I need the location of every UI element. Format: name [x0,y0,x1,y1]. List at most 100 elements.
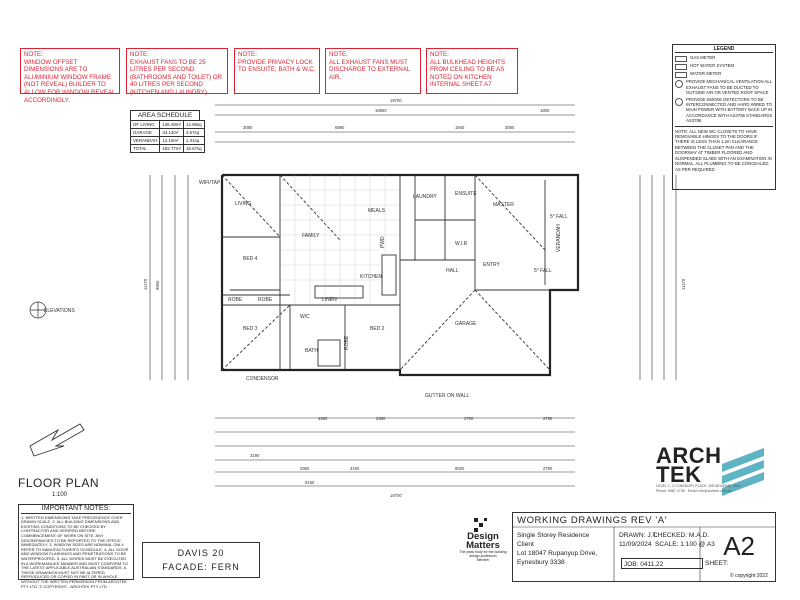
note-bulkhead: NOTE: ALL BULKHEAD HEIGHTS FROM CEILING … [426,48,518,94]
gutter-label: GUTTER ON WALL [425,393,469,399]
dim-right-overall: 11470 [681,278,686,290]
note-heading: NOTE: [430,51,449,58]
model-box: DAVIS 20 FACADE: FERN [142,542,260,578]
design-matters-tagline: The peak body for the building design pr… [459,550,507,558]
legend-note: NOTE: ALL NEW WC CLOSETS TO HAVE REMOVAB… [675,125,773,172]
dim-bottom-row: 2750 [543,416,553,421]
kitchen-island [314,285,364,299]
legend-title: LEGEND [675,46,773,54]
legend-item: PROVIDE SMOKE DETECTORS TO BE INTERCONNE… [675,97,773,124]
room-label-ensuite: ENSUITE [455,191,477,197]
fall-label: 5° FALL [534,268,552,274]
drawn-by: DRAWN: J.T. [619,532,658,539]
table-cell: 19.67sq [182,144,205,153]
copyright: © copyright 2022 [730,573,768,579]
drawing-scale: SCALE: 1:100 @ A3 [655,541,715,548]
room-label-robe: ROBE [344,335,350,350]
floor-plan-scale: 1:100 [52,492,68,498]
north-arrow-icon [29,423,85,457]
dim-top-row: 6980 [335,125,345,130]
address-line2: Eynesbury 3338 [517,559,565,566]
smoke-detector-icon [675,97,683,106]
legend-item: PROVIDE MECHANICAL VENTILATION ALL EXHAU… [675,79,773,95]
kitchen-bench [381,254,397,296]
room-label-laundry: LAUNDRY [413,194,437,200]
design-matters-icon [474,518,487,532]
elevation-marker [29,301,47,319]
room-label-wc: W/C [300,314,310,320]
room-label-entry: ENTRY [483,262,501,268]
model-name: DAVIS 20 [177,548,225,558]
legend-item-text: GAS METER [690,55,716,61]
bathtub [317,339,341,367]
dim-top-overall: 18700 [390,98,402,103]
room-label-hall: HALL [446,268,459,274]
dim-top-sub: 16950 [375,108,387,113]
room-label-bed4: BED 4 [243,256,258,262]
design-matters-name: Design [467,531,499,542]
drawing-heading: WORKING DRAWINGS REV 'A' [517,515,668,526]
room-label-wir: W.I.R [455,241,468,247]
dim-bottom-row2: 2960 [300,466,310,471]
design-matters-member: Member [476,558,490,562]
note-window-offset: NOTE: WINDOW OFFSET DIMENSIONS ARE TO AL… [20,48,120,104]
table-cell: TOTAL [129,144,161,153]
logo-line1: ARCH [656,443,722,468]
important-notes: IMPORTANT NOTES: 1. WRITTEN DIMENSIONS T… [18,504,134,588]
condenser-label: CONDENSOR [246,376,279,382]
note-text: WINDOW OFFSET DIMENSIONS ARE TO ALUMINIU… [24,58,116,104]
room-label-bed2: BED 2 [370,326,385,332]
roof-line [399,289,476,371]
title-block: WORKING DRAWINGS REV 'A' Single Storey R… [512,512,776,582]
note-heading: NOTE: [24,51,43,58]
dim-left-sub: 9950 [155,280,160,290]
dim-top-row: 1940 [455,125,465,130]
note-heading: NOTE: [329,51,348,58]
tap-label: WIFI/TAP [199,180,221,186]
room-label-living: LIVING [235,201,252,207]
sheet-label: SHEET: [705,560,729,567]
note-text: ALL EXHAUST FANS MUST DISCHARGE TO EXTER… [329,58,411,81]
legend: LEGEND GAS METER HOT WATER SYSTEM WATER … [672,44,776,190]
job-number: JOB: 0411.22 [621,558,703,569]
roof-line [221,304,291,371]
roof-line [474,174,546,251]
room-label-bath: BATH [305,348,318,354]
area-schedule-title: AREA SCHEDULE [130,110,200,120]
hot-water-icon [675,64,687,71]
fall-label: 5° FALL [550,214,568,220]
dim-top-right: 1800 [540,108,550,113]
design-matters-name: Matters [466,540,500,551]
note-exhaust-fans: NOTE: EXHAUST FANS TO BE 25 LITRES PER S… [126,48,228,96]
drawing-date: 11/09/2024 [619,541,652,548]
checked-by: CHECKED: M.A.D. [653,532,710,539]
legend-item-text: PROVIDE SMOKE DETECTORS TO BE INTERCONNE… [686,96,773,124]
dim-bottom-row2: 3190 [250,453,260,458]
archtek-logo-icon [722,448,764,496]
note-heading: NOTE: [130,51,149,58]
client-label: Client [517,541,534,548]
legend-item-text: HOT WATER SYSTEM [690,63,735,69]
project-name: Single Storey Residence [517,532,590,539]
floor-plan-title: FLOOR PLAN [18,476,100,490]
room-label-garage: GARAGE [455,321,477,327]
dim-bottom-row2: 3190 [350,466,360,471]
note-exhaust-discharge: NOTE: ALL EXHAUST FANS MUST DISCHARGE TO… [325,48,421,94]
room-label-family: FAMILY [302,233,320,239]
room-label-robe: ROBE [258,297,273,303]
external-wall [220,173,580,377]
logo-line2: TEK [656,462,702,487]
room-label-master: MASTER [493,202,514,208]
gas-meter-icon [675,56,687,63]
roof-line [474,289,551,371]
room-label-pwd: PWD [380,236,386,248]
room-label-meals: MEALS [368,208,386,214]
exhaust-fan-icon [675,80,683,89]
logo-address: LEVEL 1, 3 CONEBURY PLACE, MELBOURNE, 30… [656,484,741,488]
dim-top-row: 3080 [505,125,515,130]
note-text: ALL BULKHEAD HEIGHTS FROM CEILING TO BE … [430,58,506,89]
